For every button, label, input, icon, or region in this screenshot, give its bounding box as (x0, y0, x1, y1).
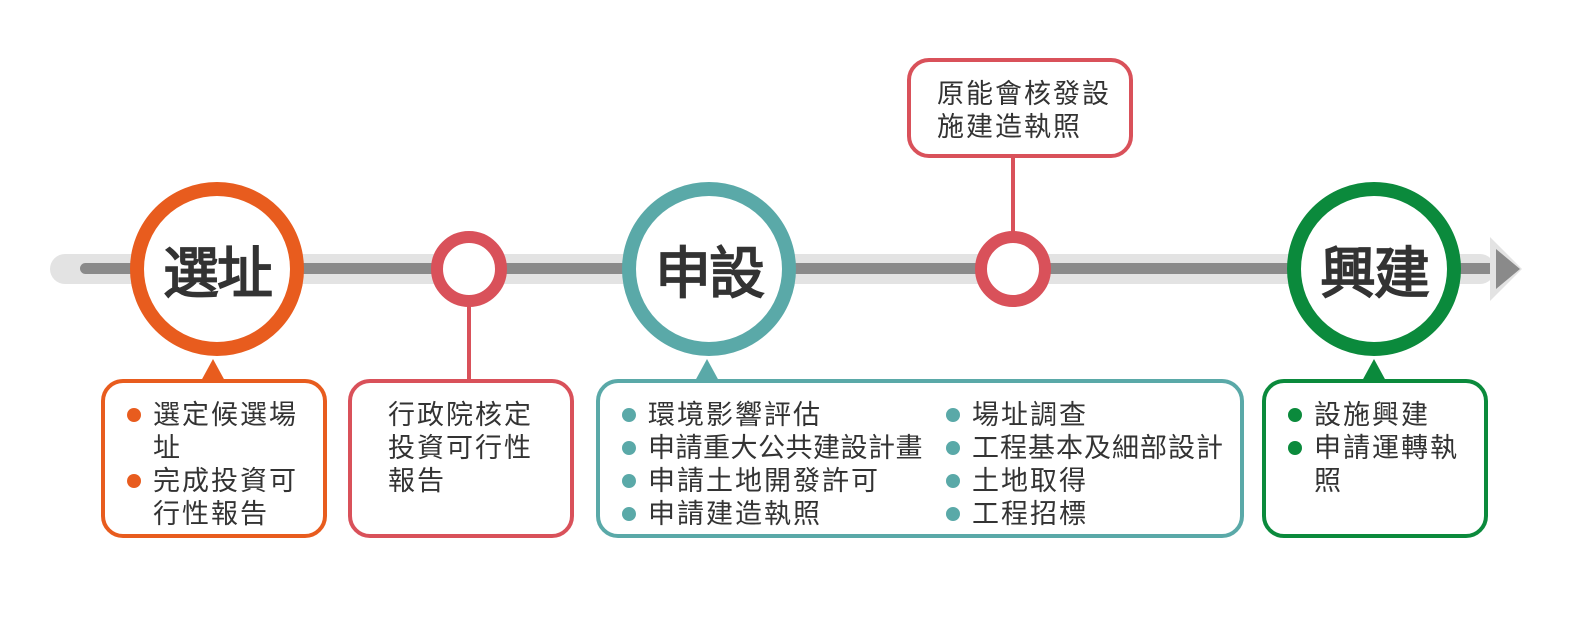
application-list-right: 場址調查 工程基本及細部設計 土地取得 工程招標 (938, 399, 1238, 531)
stage-label-application: 申設 (655, 241, 765, 307)
stage-label-site-selection: 選址 (163, 241, 273, 307)
bullet-dot-icon (1288, 441, 1302, 455)
callout-pointer-site-selection (201, 359, 225, 381)
list-item: 申請重大公共建設計畫 (614, 432, 924, 465)
stage-node-site-selection: 選址 (130, 182, 304, 356)
bullet-dot-icon (622, 408, 636, 422)
application-list-left: 環境影響評估 申請重大公共建設計畫 申請土地開發許可 申請建造執照 (614, 399, 924, 531)
list-item: 申請建造執照 (614, 498, 924, 531)
callout-box-site-selection: 選定候選場址 完成投資可行性報告 (101, 379, 327, 538)
callout-box-application: 環境影響評估 申請重大公共建設計畫 申請土地開發許可 申請建造執照 場址調查 工… (596, 379, 1244, 538)
list-item: 工程招標 (938, 498, 1238, 531)
milestone-node-permit-issue (975, 231, 1051, 307)
list-item: 場址調查 (938, 399, 1238, 432)
bullet-dot-icon (622, 474, 636, 488)
list-item: 申請運轉執照 (1280, 432, 1474, 498)
milestone-node-executive-approval (431, 231, 507, 307)
bullet-dot-icon (946, 408, 960, 422)
site-selection-list: 選定候選場址 完成投資可行性報告 (119, 399, 313, 531)
list-item: 選定候選場址 (119, 399, 313, 465)
construction-list: 設施興建 申請運轉執照 (1280, 399, 1474, 498)
callout-box-executive-approval: 行政院核定投資可行性報告 (348, 379, 574, 538)
connector-line-executive-approval (467, 305, 471, 381)
executive-approval-text: 行政院核定投資可行性報告 (388, 400, 533, 497)
list-item: 土地取得 (938, 465, 1238, 498)
bullet-dot-icon (946, 507, 960, 521)
stage-node-application: 申設 (622, 182, 796, 356)
connector-line-permit-issue (1011, 156, 1015, 234)
stage-label-construction: 興建 (1320, 241, 1430, 307)
callout-pointer-construction (1362, 359, 1386, 381)
bullet-dot-icon (622, 441, 636, 455)
bullet-dot-icon (1288, 408, 1302, 422)
bullet-dot-icon (946, 474, 960, 488)
callout-box-permit-issue: 原能會核發設施建造執照 (907, 58, 1133, 158)
bullet-dot-icon (127, 408, 141, 422)
list-item: 設施興建 (1280, 399, 1474, 432)
bullet-dot-icon (946, 441, 960, 455)
stage-node-construction: 興建 (1287, 182, 1461, 356)
bullet-dot-icon (622, 507, 636, 521)
timeline-arrow-head-icon (1496, 249, 1520, 289)
list-item: 工程基本及細部設計 (938, 432, 1238, 465)
callout-pointer-application (695, 359, 719, 381)
callout-box-construction: 設施興建 申請運轉執照 (1262, 379, 1488, 538)
bullet-dot-icon (127, 474, 141, 488)
permit-issue-text: 原能會核發設施建造執照 (937, 79, 1111, 143)
list-item: 完成投資可行性報告 (119, 465, 313, 531)
list-item: 環境影響評估 (614, 399, 924, 432)
list-item: 申請土地開發許可 (614, 465, 924, 498)
